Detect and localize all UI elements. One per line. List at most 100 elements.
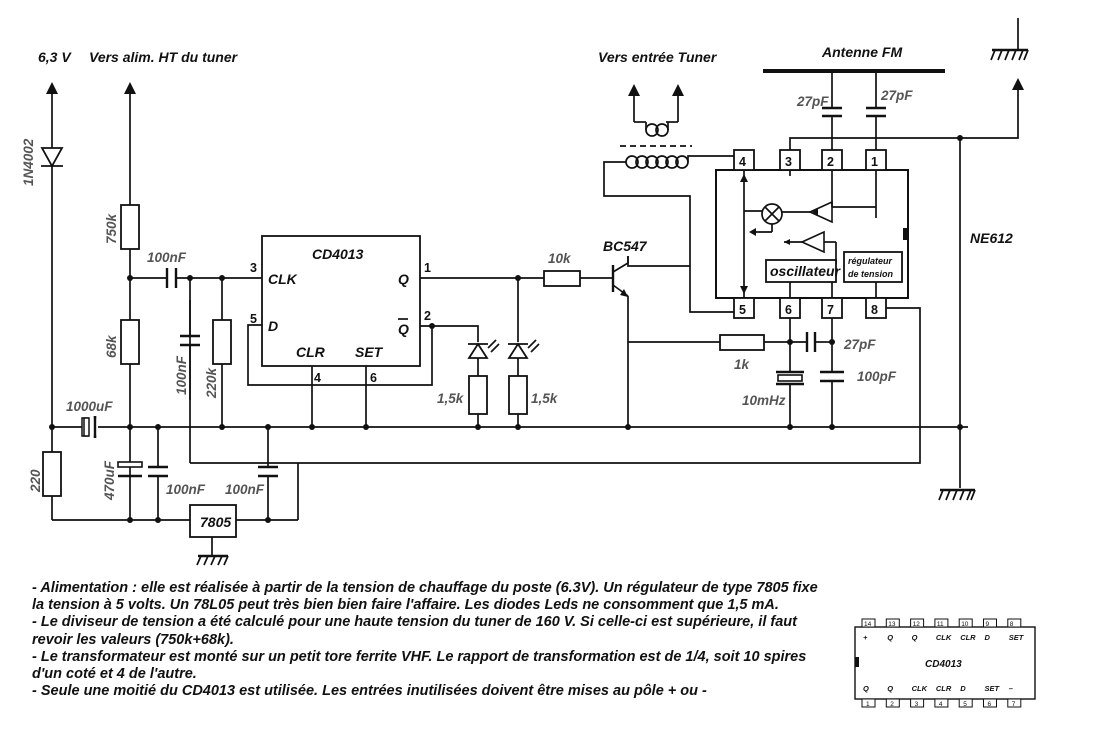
pinout-bottom-pin	[861, 698, 876, 708]
capacitor-100nf-input	[130, 268, 262, 288]
r-led1-label: 1,5k	[437, 391, 465, 406]
r10k-label: 10k	[548, 251, 572, 266]
label-fm-antenna: Antenne FM	[821, 44, 902, 60]
r-led2-label: 1,5k	[531, 391, 559, 406]
reg-block-label-2: de tension	[848, 269, 894, 279]
resistor-10k	[543, 270, 581, 287]
resistor-220k	[212, 319, 232, 365]
reg-label: 7805	[200, 514, 231, 530]
voltage-regulator-block	[843, 251, 903, 283]
ff-d-label: D	[268, 318, 278, 334]
osc-block-label: oscillateur	[770, 263, 842, 279]
pinout-bottom-label: Q	[887, 684, 893, 693]
ne-pin7: 7	[827, 303, 834, 317]
transformer-secondary	[645, 122, 669, 137]
ff-chip-label: CD4013	[312, 246, 364, 262]
c100nf-input-label: 100nF	[147, 250, 187, 265]
pinout-top-number: 8	[1010, 621, 1014, 628]
pinout-notch	[855, 657, 859, 667]
pinout-bottom-number: 7	[1012, 701, 1016, 708]
capacitor-27pf-osc	[805, 332, 832, 352]
c100nf-reg-right-label: 100nF	[225, 482, 265, 497]
note-3: - Le transformateur est monté sur un pet…	[32, 648, 807, 683]
pin8-supply-wire	[886, 307, 921, 427]
ne612-bottom-pins	[733, 297, 887, 319]
pinout-bottom-number: 5	[963, 701, 967, 708]
pinout-bottom-pin	[958, 698, 973, 708]
c470uf-label: 470uF	[102, 460, 117, 501]
pinout-bottom-label: D	[960, 684, 966, 693]
pinout-bottom-number: 6	[988, 701, 992, 708]
capacitor-100nf-vertical	[180, 278, 200, 400]
pinout-bottom-label: CLR	[936, 684, 952, 693]
pin3-wire	[789, 137, 960, 150]
diode-label: 1N4002	[21, 138, 36, 186]
pinout-top-number: 9	[986, 621, 990, 628]
c100nf-reg-left-label: 100nF	[166, 482, 206, 497]
label-tuner-input: Vers entrée Tuner	[598, 49, 718, 65]
ne-pin1: 1	[871, 155, 878, 169]
ff-pin4: 4	[314, 371, 321, 385]
ff-pin2: 2	[424, 309, 431, 323]
pinout-top-number: 13	[888, 621, 896, 628]
resistor-220	[42, 451, 62, 497]
transformer-primary	[625, 155, 689, 169]
note-1: - Alimentation : elle est réalisée à par…	[32, 580, 818, 614]
pinout-bottom-label: –	[1009, 684, 1013, 693]
label-ht-supply: Vers alim. HT du tuner	[89, 49, 239, 65]
c27pf-ant2-label: 27pF	[880, 88, 913, 103]
pinout-top-label: Q	[887, 633, 893, 642]
ff-clr-label: CLR	[296, 344, 326, 360]
capacitor-100pf	[820, 370, 844, 427]
reg-ground-symbol	[196, 554, 229, 566]
r68k-label: 68k	[104, 334, 119, 358]
led-1	[467, 339, 500, 376]
pinout-bottom-number: 2	[890, 701, 894, 708]
ff-pin1: 1	[424, 261, 431, 275]
ff-pin6: 6	[370, 371, 377, 385]
pinout-top-pin	[958, 618, 973, 628]
ne612-label: NE612	[970, 230, 1013, 246]
label-6v3: 6,3 V	[38, 49, 72, 65]
ne-pin6: 6	[785, 303, 792, 317]
pinout-top-pin	[983, 618, 997, 628]
xfmr-to-pin4	[687, 155, 734, 162]
ne-pin8: 8	[871, 303, 878, 317]
capacitor-100nf-reg-left	[148, 427, 168, 520]
ff-qbar-label: Q	[398, 321, 409, 337]
supply-5v-rail	[190, 427, 921, 464]
capacitor-27pf-ant2	[866, 71, 886, 150]
r220-label: 220	[28, 469, 43, 493]
r1k-label: 1k	[734, 357, 751, 372]
r750k-label: 750k	[104, 212, 119, 244]
reg-block-label-1: régulateur	[848, 256, 893, 266]
capacitor-1000uf	[81, 416, 98, 438]
pinout-top-pin	[885, 618, 900, 628]
pinout-bottom-label: Q	[863, 684, 869, 693]
pinout-top-number: 12	[913, 621, 921, 628]
pinout-bottom-number: 4	[939, 701, 943, 708]
pinout-bottom-pin	[910, 698, 925, 708]
ht-supply-line	[124, 82, 136, 520]
resistor-led1	[468, 375, 488, 415]
transistor-bc547	[611, 256, 690, 427]
resistor-led2	[508, 375, 528, 415]
pinout-top-label: D	[985, 633, 991, 642]
led-2	[507, 278, 540, 376]
note-4: - Seule une moitié du CD4013 est utilisé…	[32, 683, 707, 700]
ne-pin2: 2	[827, 155, 834, 169]
pinout-body	[854, 626, 1036, 700]
capacitor-100nf-reg-right	[258, 427, 278, 520]
ne-pin3: 3	[785, 155, 792, 169]
pinout-top-label: +	[863, 633, 868, 642]
pinout-top-pin	[861, 618, 876, 628]
c1000uf-label: 1000uF	[66, 399, 113, 414]
pinout-top-number: 11	[937, 621, 944, 628]
transistor-label: BC547	[603, 238, 648, 254]
pinout-top-pin	[910, 618, 925, 628]
pinout-top-pin	[934, 618, 949, 628]
c100nf-vert-label: 100nF	[174, 355, 189, 395]
pinout-bottom-label: CLK	[912, 684, 928, 693]
bottom-right-ground-symbol	[938, 488, 976, 501]
c27pf-osc-label: 27pF	[843, 337, 876, 352]
